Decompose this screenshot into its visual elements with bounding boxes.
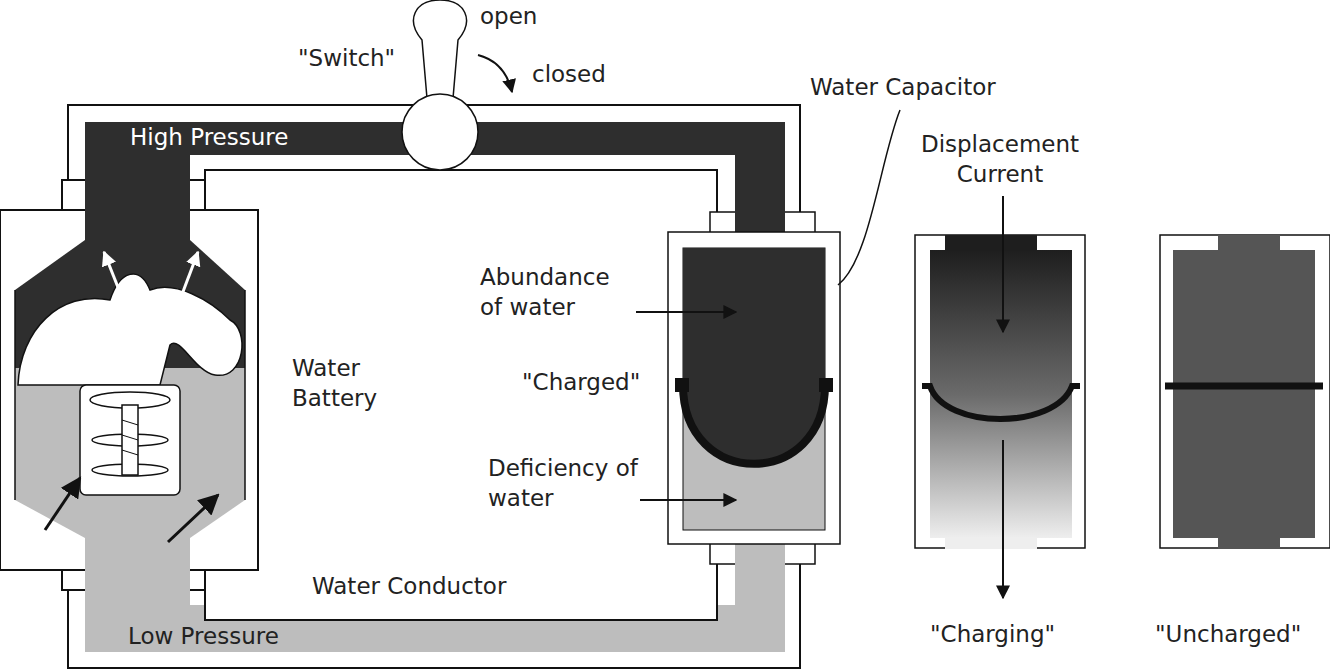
- state-label: "Charging": [930, 620, 1055, 650]
- state-label: Deficiency of water: [488, 454, 658, 514]
- part-name: Water Conductor: [312, 572, 506, 602]
- state-label: "Uncharged": [1155, 620, 1301, 650]
- switch-state-label: closed: [532, 60, 606, 90]
- flow-label: Displacement Current: [900, 130, 1100, 190]
- state-label: "Charged": [522, 368, 640, 398]
- state-label: Abundance of water: [480, 263, 630, 323]
- part-name: Water Capacitor: [810, 73, 996, 103]
- pressure-label: Low Pressure: [128, 622, 279, 652]
- part-name: Water Battery: [292, 354, 407, 414]
- switch-label: "Switch": [298, 44, 395, 74]
- switch-state-label: open: [480, 2, 537, 32]
- pressure-label: High Pressure: [130, 123, 288, 153]
